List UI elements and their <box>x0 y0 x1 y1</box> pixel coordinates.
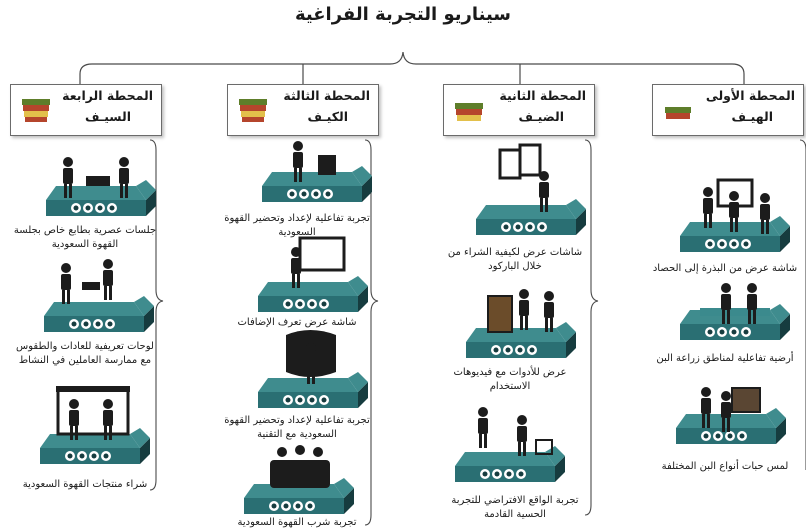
station-2-item-3-caption: تجربة الواقع الافتراضي للتجربة الحسية ال… <box>451 495 579 520</box>
station-3-title: المحطة الثالثة <box>283 88 370 103</box>
station-1-item-2-caption: أرضية تفاعلية لمناطق زراعة البن <box>656 353 794 364</box>
station-2-item-1-illustration <box>476 143 586 235</box>
station-2-item-2-caption: عرض للأدوات مع فيديوهات الاستخدام <box>453 367 567 392</box>
station-3-item-2-illustration <box>258 236 368 312</box>
station-3-header: المحطة الثالثة الكيـف <box>227 84 379 136</box>
station-4-title: المحطة الرابعة <box>62 88 153 103</box>
station-4-item-1-illustration <box>46 157 156 216</box>
coffee-cup-icon <box>665 107 691 119</box>
station-4-item-3-illustration <box>40 386 150 464</box>
station-1-item-3-caption: لمس حبات أنواع البن المختلفة <box>661 461 789 472</box>
station-1-item-2-illustration <box>680 283 790 340</box>
station-2-title: المحطة الثانية <box>499 88 586 103</box>
station-1-header: المحطة الأولى الهيـف <box>652 84 804 136</box>
station-4-item-3-caption: شراء منتجات القهوة السعودية <box>22 479 148 490</box>
station-3-item-4-caption: تجربة شرب القهوة السعودية <box>237 517 357 528</box>
station-2-subtitle: الضيـف <box>518 109 564 124</box>
coffee-cups-icon <box>239 99 267 122</box>
station-3-item-3-illustration <box>258 330 368 408</box>
station-2-item-2-illustration <box>466 289 576 358</box>
station-1-item-1-caption: شاشة عرض من البذرة إلى الحصاد <box>652 263 798 274</box>
station-1-subtitle: الهيـف <box>731 109 774 124</box>
station-1-item-3-illustration <box>676 387 786 444</box>
station-4-header: المحطة الرابعة السيـف <box>10 84 162 136</box>
station-2-header: المحطة الثانية الضيـف <box>443 84 595 136</box>
station-3-subtitle: الكيـف <box>307 109 348 124</box>
station-3-item-1-caption: تجربة تفاعلية لإعداد وتحضير القهوة السعو… <box>224 213 370 238</box>
station-2-item-1-caption: شاشات عرض لكيفية الشراء من خلال الباركود <box>447 247 583 272</box>
station-4-subtitle: السيـف <box>85 109 131 124</box>
station-1-item-1-illustration <box>680 178 790 252</box>
coffee-cups-icon <box>22 99 50 122</box>
station-3-item-4-illustration <box>244 445 354 514</box>
station-4-item-1-caption: جلسات عصرية بطابع خاص بجلسة القهوة السعو… <box>13 225 157 250</box>
coffee-cups-icon <box>455 103 483 121</box>
station-3-item-3-caption: تجربة تفاعلية لإعداد وتحضير القهوة السعو… <box>224 415 370 440</box>
diagram-title: سيناريو التجربة الفراغية <box>294 4 512 25</box>
station-3-item-2-caption: شاشة عرض تعرف الإضافات <box>237 317 357 328</box>
station-1-title: المحطة الأولى <box>705 88 795 103</box>
station-3-item-1-illustration <box>262 141 372 202</box>
station-4-item-2-caption: لوحات تعريفية للعادات والطقوس مع ممارسة … <box>16 341 154 366</box>
station-2-item-3-illustration <box>455 407 565 482</box>
station-4-item-2-illustration <box>44 259 154 332</box>
